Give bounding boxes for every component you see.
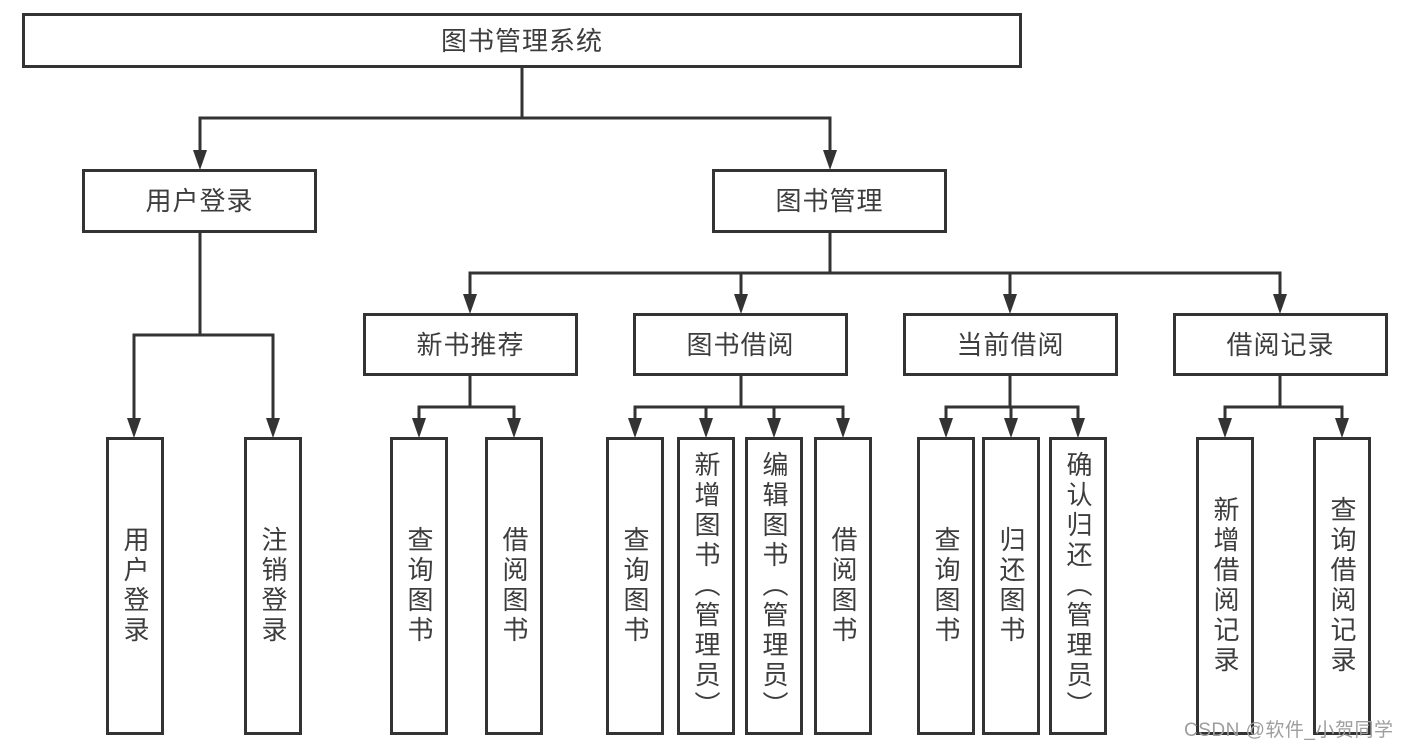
leaf-edit-books-admin: 编辑图书（管理员） bbox=[745, 437, 803, 735]
leaf-user-login: 用户登录 bbox=[106, 437, 164, 735]
leaf-return-books-label: 归还图书 bbox=[996, 526, 1026, 646]
csdn-watermark: CSDN @软件_小贺同学 bbox=[1184, 720, 1394, 741]
leaf-borrow-books: 借阅图书 bbox=[814, 437, 872, 735]
leaf-query-books-borrow-label: 查询图书 bbox=[620, 526, 650, 646]
leaf-return-books: 归还图书 bbox=[982, 437, 1040, 735]
leaf-confirm-return-admin-label: 确认归还（管理员） bbox=[1063, 451, 1093, 721]
leaf-query-books-borrow: 查询图书 bbox=[606, 437, 664, 735]
node-current-borrowing-label: 当前借阅 bbox=[956, 329, 1065, 360]
node-book-management-label: 图书管理 bbox=[775, 186, 884, 216]
node-book-borrowing-label: 图书借阅 bbox=[686, 329, 795, 360]
node-new-book-recommendation: 新书推荐 bbox=[363, 313, 578, 376]
leaf-user-login-label: 用户登录 bbox=[120, 526, 150, 646]
leaf-add-books-admin: 新增图书（管理员） bbox=[677, 437, 735, 735]
leaf-add-borrow-record: 新增借阅记录 bbox=[1196, 437, 1254, 735]
leaf-borrow-books-recommend-label: 借阅图书 bbox=[499, 526, 529, 646]
node-user-login-label: 用户登录 bbox=[145, 186, 254, 216]
leaf-logout: 注销登录 bbox=[244, 437, 302, 735]
leaf-borrow-books-recommend: 借阅图书 bbox=[485, 437, 543, 735]
leaf-query-books-recommend: 查询图书 bbox=[390, 437, 448, 735]
node-borrowing-records-label: 借阅记录 bbox=[1226, 329, 1335, 360]
node-root-label: 图书管理系统 bbox=[440, 25, 603, 56]
leaf-query-borrow-record-label: 查询借阅记录 bbox=[1327, 496, 1357, 676]
node-user-login: 用户登录 bbox=[82, 169, 317, 233]
leaf-query-books-recommend-label: 查询图书 bbox=[404, 526, 434, 646]
node-current-borrowing: 当前借阅 bbox=[903, 313, 1118, 376]
leaf-query-books-current: 查询图书 bbox=[917, 437, 975, 735]
node-new-book-recommendation-label: 新书推荐 bbox=[416, 329, 525, 360]
node-book-borrowing: 图书借阅 bbox=[633, 313, 848, 376]
leaf-logout-label: 注销登录 bbox=[258, 526, 288, 646]
leaf-borrow-books-label: 借阅图书 bbox=[828, 526, 858, 646]
node-borrowing-records: 借阅记录 bbox=[1173, 313, 1388, 376]
leaf-add-borrow-record-label: 新增借阅记录 bbox=[1210, 496, 1240, 676]
leaf-query-borrow-record: 查询借阅记录 bbox=[1313, 437, 1371, 735]
node-root: 图书管理系统 bbox=[22, 13, 1022, 68]
node-book-management: 图书管理 bbox=[712, 169, 947, 233]
leaf-query-books-current-label: 查询图书 bbox=[931, 526, 961, 646]
leaf-add-books-admin-label: 新增图书（管理员） bbox=[691, 451, 721, 721]
leaf-confirm-return-admin: 确认归还（管理员） bbox=[1049, 437, 1107, 735]
leaf-edit-books-admin-label: 编辑图书（管理员） bbox=[759, 451, 789, 721]
